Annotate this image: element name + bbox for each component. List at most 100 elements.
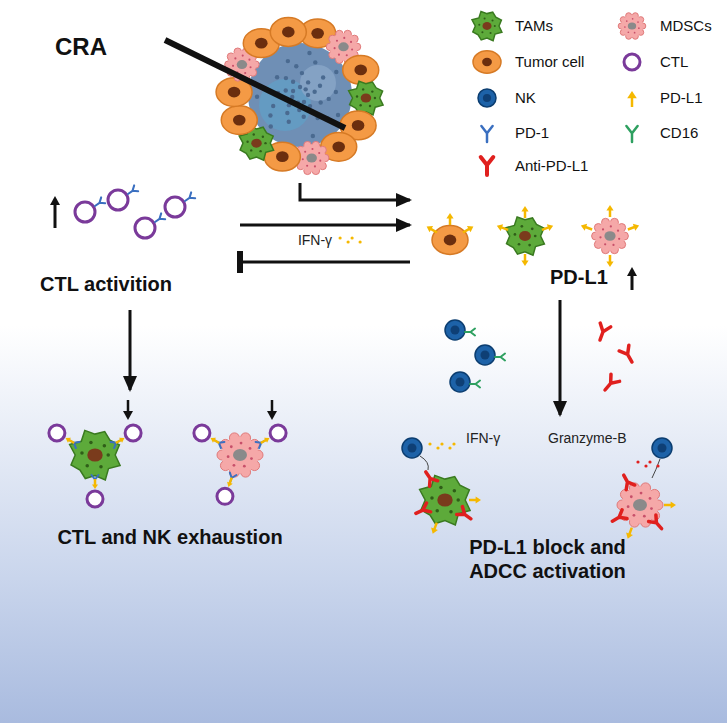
figure-group: CRA (30, 8, 450, 183)
ctl-cell (87, 491, 103, 507)
anti-pd-l1-antibody-stroke (595, 323, 611, 342)
tam-granule (484, 18, 486, 20)
mdsc-nucleus (237, 60, 248, 69)
mdsc-cell (222, 437, 259, 474)
secreted-dot (656, 464, 659, 467)
tumor-cell (221, 106, 257, 135)
tam-granule (89, 441, 93, 445)
tam-granule (85, 464, 89, 468)
tumor-cell (473, 51, 501, 73)
tumor-nucleus-dot (268, 113, 272, 117)
secreted-dot (428, 442, 431, 445)
tam-granule (106, 453, 110, 457)
pd-1-receptor (126, 185, 138, 196)
tumor-nucleus (276, 151, 289, 162)
mdsc-granule (242, 55, 244, 57)
tumor-nucleus-dot (302, 114, 306, 118)
pd-l1-marker (627, 91, 637, 107)
nk-cell (402, 438, 422, 458)
legend-text: Tumor cell (515, 52, 584, 72)
mdsc-cell (621, 15, 643, 37)
pd-1-receptor (183, 192, 195, 203)
nk-cell (475, 345, 495, 365)
nk-nucleus (408, 444, 417, 453)
secreted-dot (644, 464, 647, 467)
tam-granule (435, 509, 439, 513)
tumor-nucleus-dot (284, 76, 288, 80)
tam-granule (356, 95, 358, 97)
anti-pd-l1-antibody-stroke (610, 510, 627, 525)
tumor-nucleus-dot (271, 104, 275, 108)
pd-l1-stem (261, 440, 266, 443)
nk-nucleus (658, 444, 667, 453)
tam-granule (369, 105, 371, 107)
pd-l1-stem (524, 254, 527, 261)
tam-granule (531, 227, 534, 230)
secreted-dot (448, 446, 451, 449)
mdsc-granule (243, 465, 246, 468)
mdsc-granule (617, 230, 619, 232)
mdsc-granule (250, 457, 253, 460)
pd-l1-marker (114, 435, 126, 445)
legend-text: Anti-PD-L1 (515, 156, 588, 176)
pd-l1-stem (463, 229, 469, 233)
contact-line (420, 456, 428, 470)
pd-l1-marker (606, 205, 613, 217)
tumor-nucleus (228, 87, 241, 98)
tumor-nucleus (352, 120, 365, 131)
pd-l1-head (425, 223, 433, 232)
ctl-cell (125, 425, 141, 441)
pd-l1-marker (627, 222, 641, 233)
pd-l1-marker (664, 501, 676, 508)
mdsc-granule (630, 495, 633, 498)
mdsc-granule (232, 65, 234, 67)
tumor-nucleus-dot (303, 87, 307, 91)
ctl-cell (75, 202, 95, 222)
anti-pd-l1-antibody-stroke (457, 507, 474, 523)
secreted-dot (648, 460, 651, 463)
pd-l1-marker (469, 496, 481, 503)
mdsc-granule (249, 447, 252, 450)
anti-pd-l1-antibody (649, 515, 666, 532)
mdsc-granule (350, 41, 352, 43)
secreted-dot (359, 240, 362, 243)
mdsc-granule (628, 31, 630, 33)
tumor-nucleus (311, 28, 324, 39)
tam-cell (70, 430, 121, 480)
tumor-nucleus-dot (287, 120, 291, 124)
mdsc-granule (343, 37, 345, 39)
pd-l1-marker (446, 213, 453, 225)
tam-cell (472, 12, 502, 41)
tumor-nucleus (233, 115, 246, 126)
tam-granule (264, 142, 266, 144)
pd-1-receptor (153, 213, 165, 224)
trend-arrowhead (50, 196, 60, 205)
arrow-connector (300, 183, 410, 200)
tumor-nucleus-dot (291, 89, 295, 93)
pd-l1-stem (230, 478, 232, 484)
tumor-nucleus (255, 38, 268, 49)
mdsc-granule (244, 72, 246, 74)
mdsc-granule (338, 54, 340, 56)
tam-granule (259, 150, 261, 152)
tumor-nucleus-dot (291, 79, 295, 83)
mdsc-granule (634, 32, 636, 34)
mdsc-nucleus (628, 22, 636, 29)
tam-granule (534, 235, 537, 238)
pd-l1-stem (116, 440, 121, 443)
mdsc-nucleus (233, 449, 247, 461)
tumor-nucleus-dot (302, 100, 306, 104)
nk-nucleus (456, 378, 465, 387)
pd-l1-stem (628, 227, 635, 229)
tumor-nucleus-dot (306, 93, 310, 97)
tumor-nucleus-dot (298, 85, 302, 89)
legend-text: CD16 (660, 123, 698, 143)
anti-pd-l1-antibody (457, 507, 474, 523)
tam-granule (478, 24, 480, 26)
tam-granule (489, 32, 491, 34)
mdsc-granule (304, 151, 306, 153)
pd-l1-head (64, 435, 71, 442)
mdsc-granule (638, 27, 640, 29)
pd-l1-marker (624, 526, 635, 540)
legend-text: TAMs (515, 16, 553, 36)
